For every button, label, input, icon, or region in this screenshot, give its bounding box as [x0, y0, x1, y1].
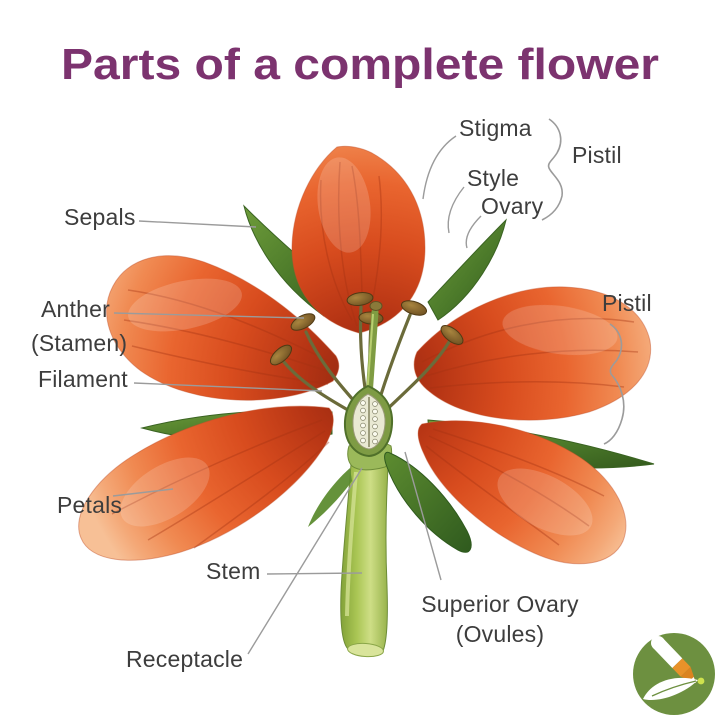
stem-group	[340, 441, 393, 658]
label-petals: Petals	[57, 492, 123, 518]
leader-anther	[113, 312, 305, 319]
pen-tip-dot	[697, 677, 705, 685]
leader-ovary	[465, 215, 482, 249]
leaf-icon	[643, 677, 698, 701]
petal-veins	[111, 161, 639, 549]
stem-cut-end	[347, 642, 384, 658]
petal-left	[106, 255, 340, 401]
label-stamen: (Stamen)	[31, 330, 128, 356]
petal-bottom-left	[78, 405, 334, 561]
anther-shape	[269, 344, 293, 366]
leader-sepals	[138, 220, 257, 228]
sepal-upper-right	[427, 218, 507, 321]
label-filament: Filament	[38, 366, 128, 392]
label-receptacle: Receptacle	[126, 646, 244, 672]
leader-filament	[133, 382, 323, 392]
label-pistil-top: Pistil	[572, 142, 622, 168]
logo-circle	[633, 633, 715, 715]
label-sepals: Sepals	[64, 204, 136, 230]
label-ovules: (Ovules)	[455, 621, 545, 647]
label-stigma: Stigma	[459, 115, 532, 141]
leaf-front-right	[384, 451, 472, 553]
leader-stigma	[422, 135, 457, 200]
front-leaves	[308, 451, 472, 553]
brace-pistil-top	[541, 118, 563, 221]
label-stem: Stem	[206, 558, 261, 584]
leader-style	[447, 186, 465, 234]
leader-stem	[266, 572, 363, 575]
anther-shape	[290, 313, 316, 331]
brace-pistil-right	[603, 323, 625, 445]
anther-shape	[400, 300, 428, 316]
label-ovary: Ovary	[481, 193, 544, 219]
label-style: Style	[467, 165, 520, 191]
anther-shape	[440, 325, 464, 345]
publisher-logo	[633, 633, 715, 715]
stigma-shape	[369, 301, 383, 311]
petal-top	[291, 145, 426, 334]
label-superior-ovary: Superior Ovary	[421, 591, 579, 617]
petal-highlights	[120, 157, 618, 536]
page-title: Parts of a complete flower	[61, 40, 659, 89]
leader-petals	[112, 488, 174, 497]
anther-shape	[346, 292, 374, 306]
label-pistil-right: Pistil	[602, 290, 652, 316]
petals-group	[78, 145, 652, 565]
petal-right	[413, 286, 652, 421]
ovules-dots	[360, 400, 378, 445]
petal-bottom-right	[417, 420, 627, 565]
leader-lines	[112, 118, 625, 655]
leader-superior-ovary	[404, 451, 442, 581]
pistil-group	[343, 301, 394, 458]
leaf-front-left	[308, 468, 352, 527]
leader-receptacle	[247, 467, 363, 655]
label-anther: Anther	[41, 296, 110, 322]
